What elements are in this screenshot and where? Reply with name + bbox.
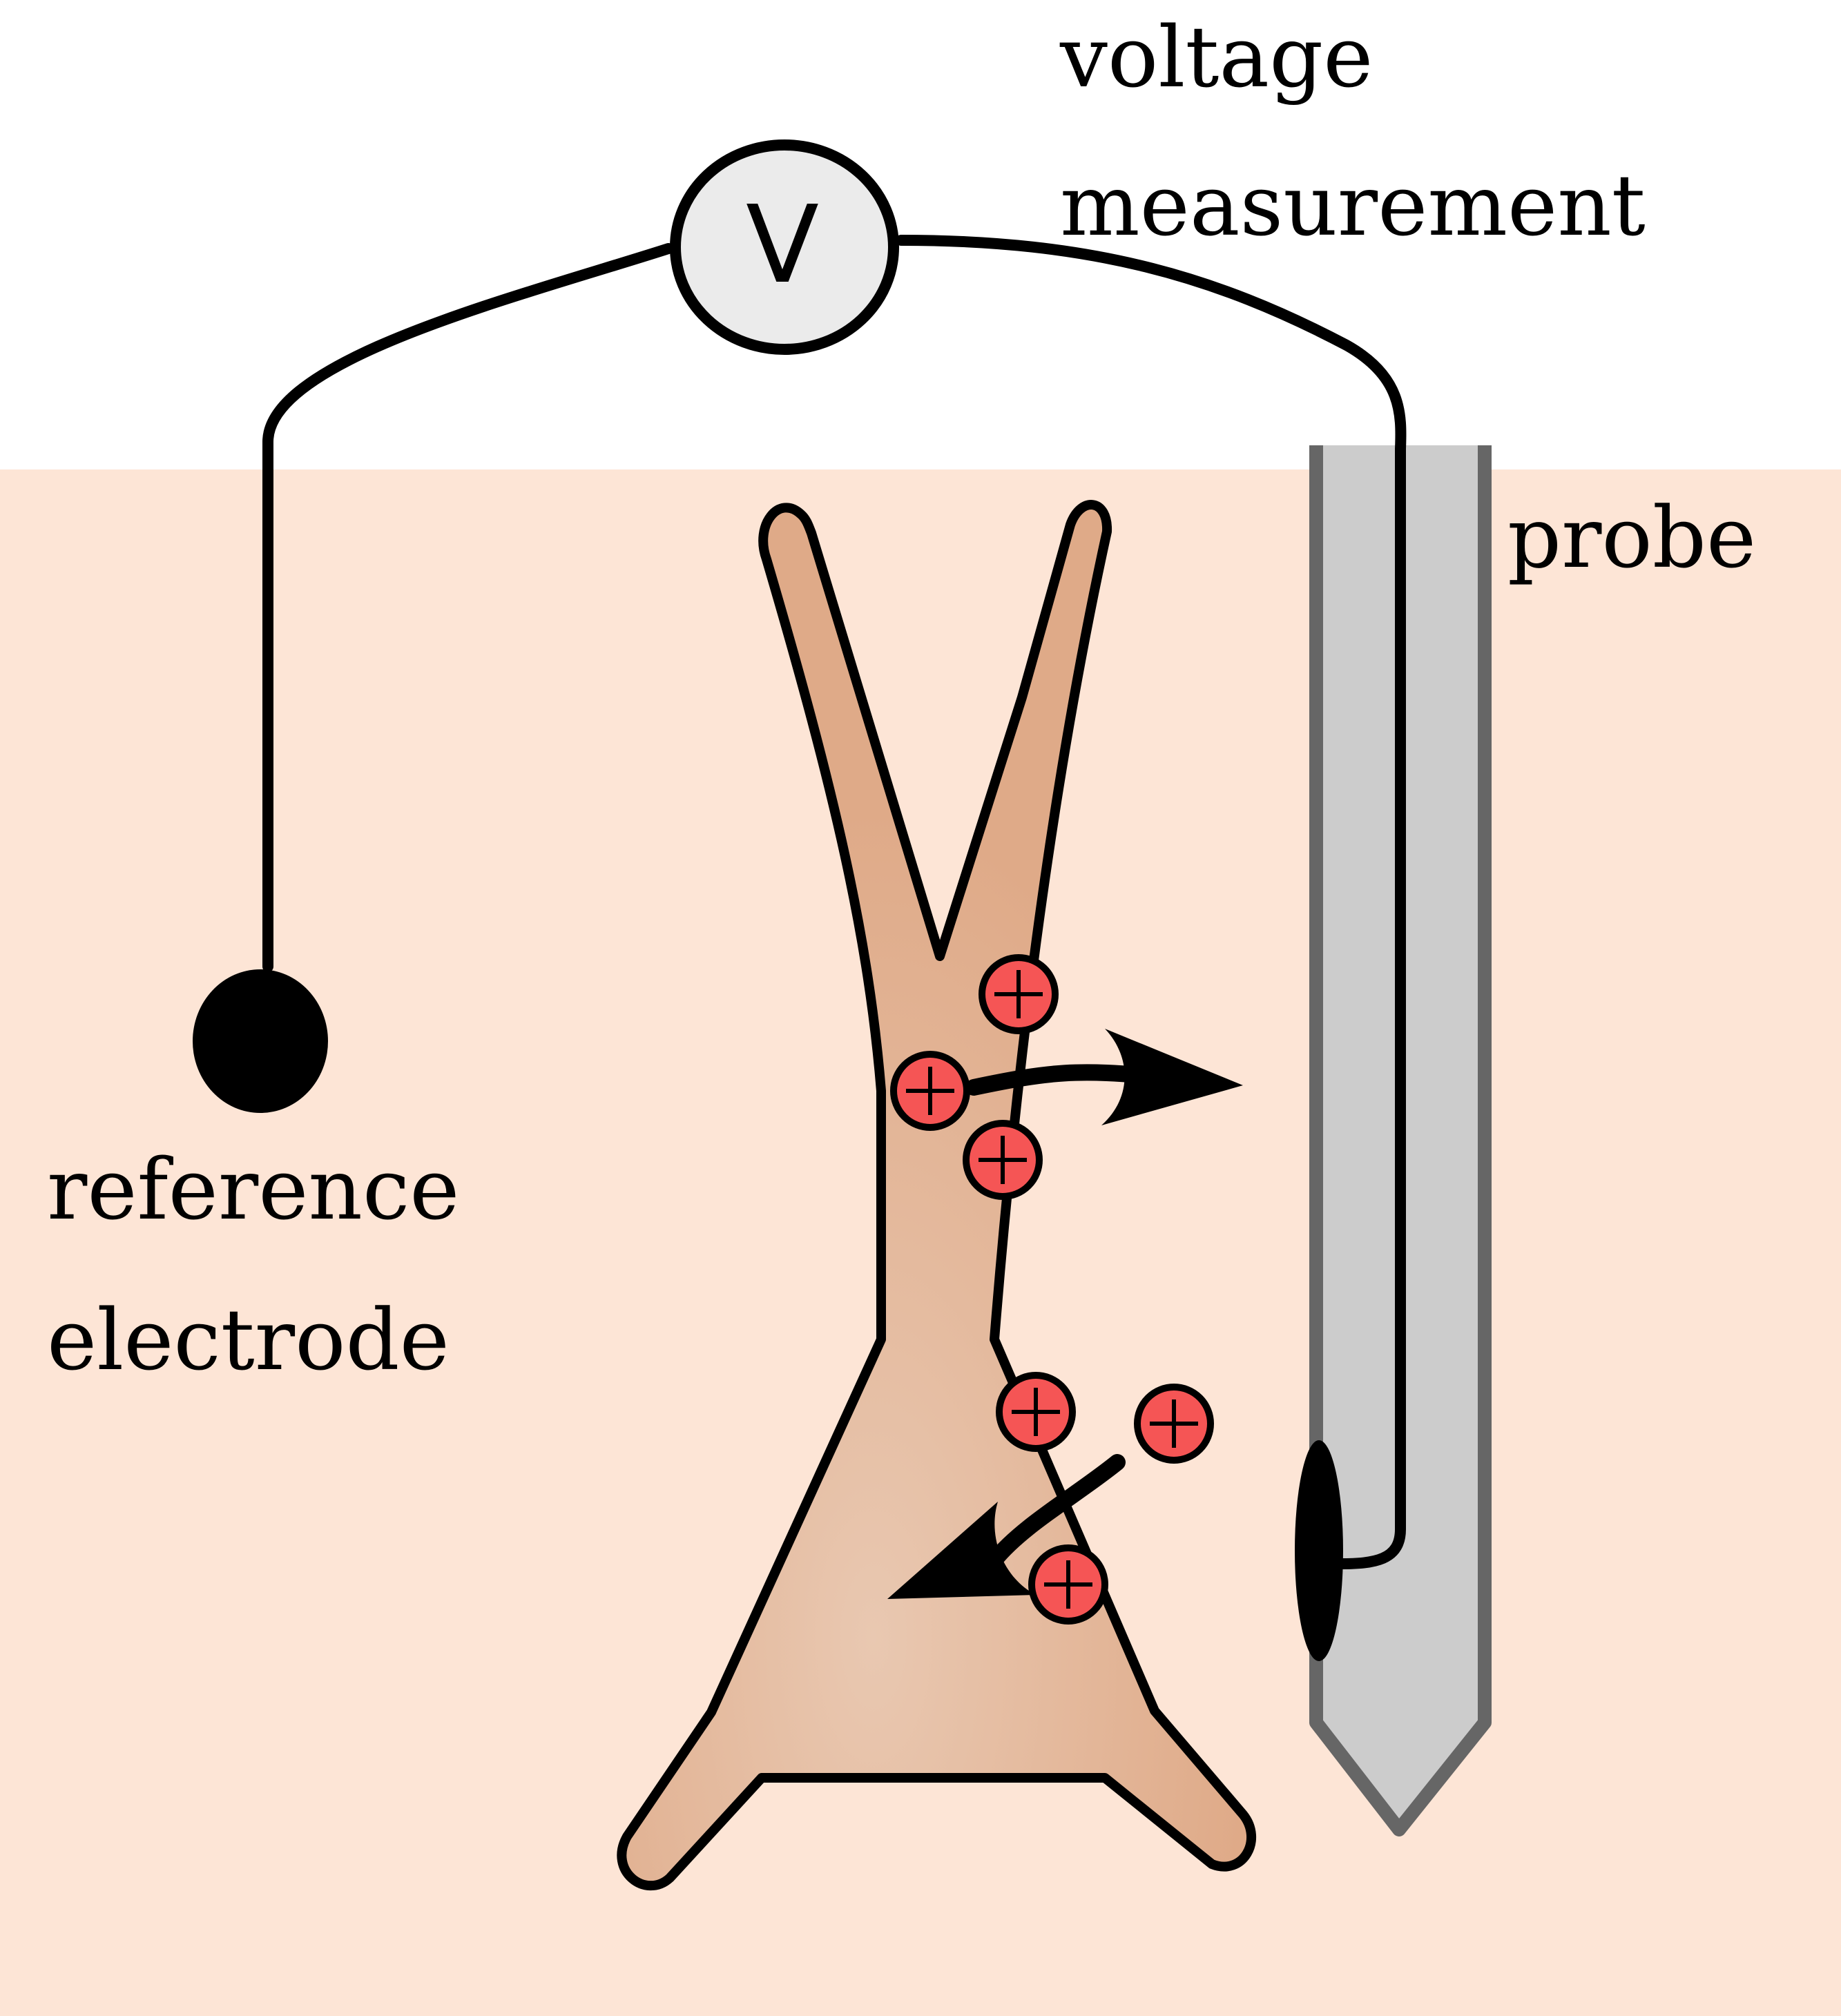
plus-ion-icon: [996, 1372, 1076, 1452]
voltage-measurement-label-line2: measurement: [1060, 157, 1646, 255]
probe-recording-site: [1295, 1440, 1343, 1661]
reference-electrode-label-line1: reference: [47, 1141, 460, 1239]
probe-label: probe: [1507, 489, 1757, 587]
plus-ion-icon: [890, 1051, 970, 1131]
plus-ion-icon: [1028, 1544, 1108, 1625]
ion-group: [890, 954, 1214, 1625]
reference-electrode-label-line2: electrode: [47, 1291, 450, 1389]
plus-ion-icon: [1134, 1384, 1214, 1464]
plus-ion-icon: [979, 954, 1059, 1034]
reference-wire: [262, 243, 674, 972]
inward-current-arrow: [887, 1454, 1126, 1599]
outward-current-arrow: [965, 1029, 1243, 1125]
voltage-measurement-label-line1: voltage: [1060, 8, 1373, 106]
voltmeter-symbol: V: [746, 182, 820, 307]
reference-electrode-icon: [193, 969, 328, 1113]
neuron-body: [617, 500, 1256, 1891]
probe-wire: [896, 235, 1407, 1569]
plus-ion-icon: [963, 1120, 1043, 1200]
voltmeter: [670, 139, 899, 355]
